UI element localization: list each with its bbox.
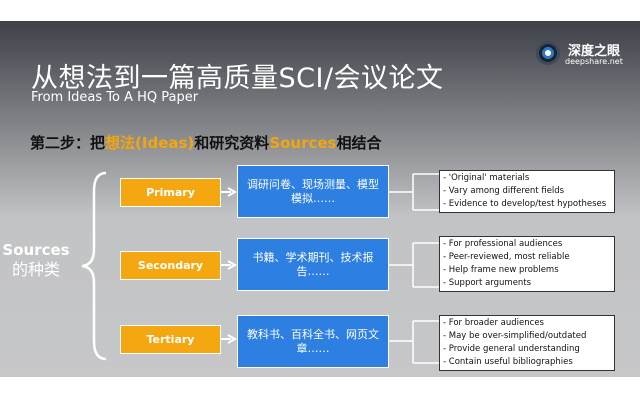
eye-logo-icon [536,41,560,65]
slide: 从想法到一篇高质量SCI/会议论文 From Ideas To A HQ Pap… [0,21,640,377]
arrow-right-icon [220,334,237,344]
examples-box-tertiary: 教科书、百科全书、网页文章…… [237,315,389,368]
detail-item: - Provide general understanding [443,344,580,354]
sources-type-label: Sources 的种类 [0,241,72,280]
step-part1: 把 [90,134,106,152]
type-box-primary: Primary [120,178,221,207]
slide-subtitle: From Ideas To A HQ Paper [31,90,199,105]
step-part2: 和研究资料 [194,134,270,152]
detail-item: - Support arguments [443,278,532,288]
logo-url: deepshare.net [565,57,623,66]
side-label-line1: Sources [2,241,70,259]
detail-item: - For professional audiences [443,239,563,249]
detail-item: - Contain useful bibliographies [443,357,573,367]
examples-box-primary: 调研问卷、现场测量、模型模拟…… [237,165,389,218]
detail-box-primary: - 'Original' materials - Vary among diff… [439,170,615,213]
detail-item: - Evidence to develop/test hypotheses [443,199,607,209]
step-heading: 第二步：把想法(Ideas)和研究资料Sources相结合 [30,132,382,153]
connector-secondary [389,242,439,288]
slide-title: 从想法到一篇高质量SCI/会议论文 [31,63,444,94]
step-prefix: 第二步： [30,134,91,152]
detail-item: - Help frame new problems [443,265,559,275]
examples-box-secondary: 书籍、学术期刊、技术报告…… [237,238,389,291]
type-box-tertiary: Tertiary [120,325,221,354]
connector-tertiary [389,320,439,364]
logo-name: 深度之眼 [568,44,621,59]
side-label-line2: 的种类 [11,260,60,279]
step-highlight-ideas: 想法(Ideas) [105,134,195,152]
detail-item: - For broader audiences [443,318,544,328]
bottom-letterbox [0,377,640,400]
type-box-secondary: Secondary [120,251,221,280]
detail-item: - Vary among different fields [443,186,565,196]
step-highlight-sources: Sources [269,134,337,152]
arrow-right-icon [220,260,237,270]
detail-item: - 'Original' materials [443,173,530,183]
connector-primary [389,173,439,211]
top-letterbox [0,0,640,21]
logo: 深度之眼 deepshare.net [536,40,630,70]
detail-item: - Peer-reviewed, most reliable [443,252,570,262]
curly-brace [81,171,107,361]
detail-item: - May be over-simplified/outdated [443,331,587,341]
arrow-right-icon [220,187,237,197]
detail-box-tertiary: - For broader audiences - May be over-si… [439,315,615,371]
detail-box-secondary: - For professional audiences - Peer-revi… [439,236,615,292]
step-part3: 相结合 [336,134,382,152]
